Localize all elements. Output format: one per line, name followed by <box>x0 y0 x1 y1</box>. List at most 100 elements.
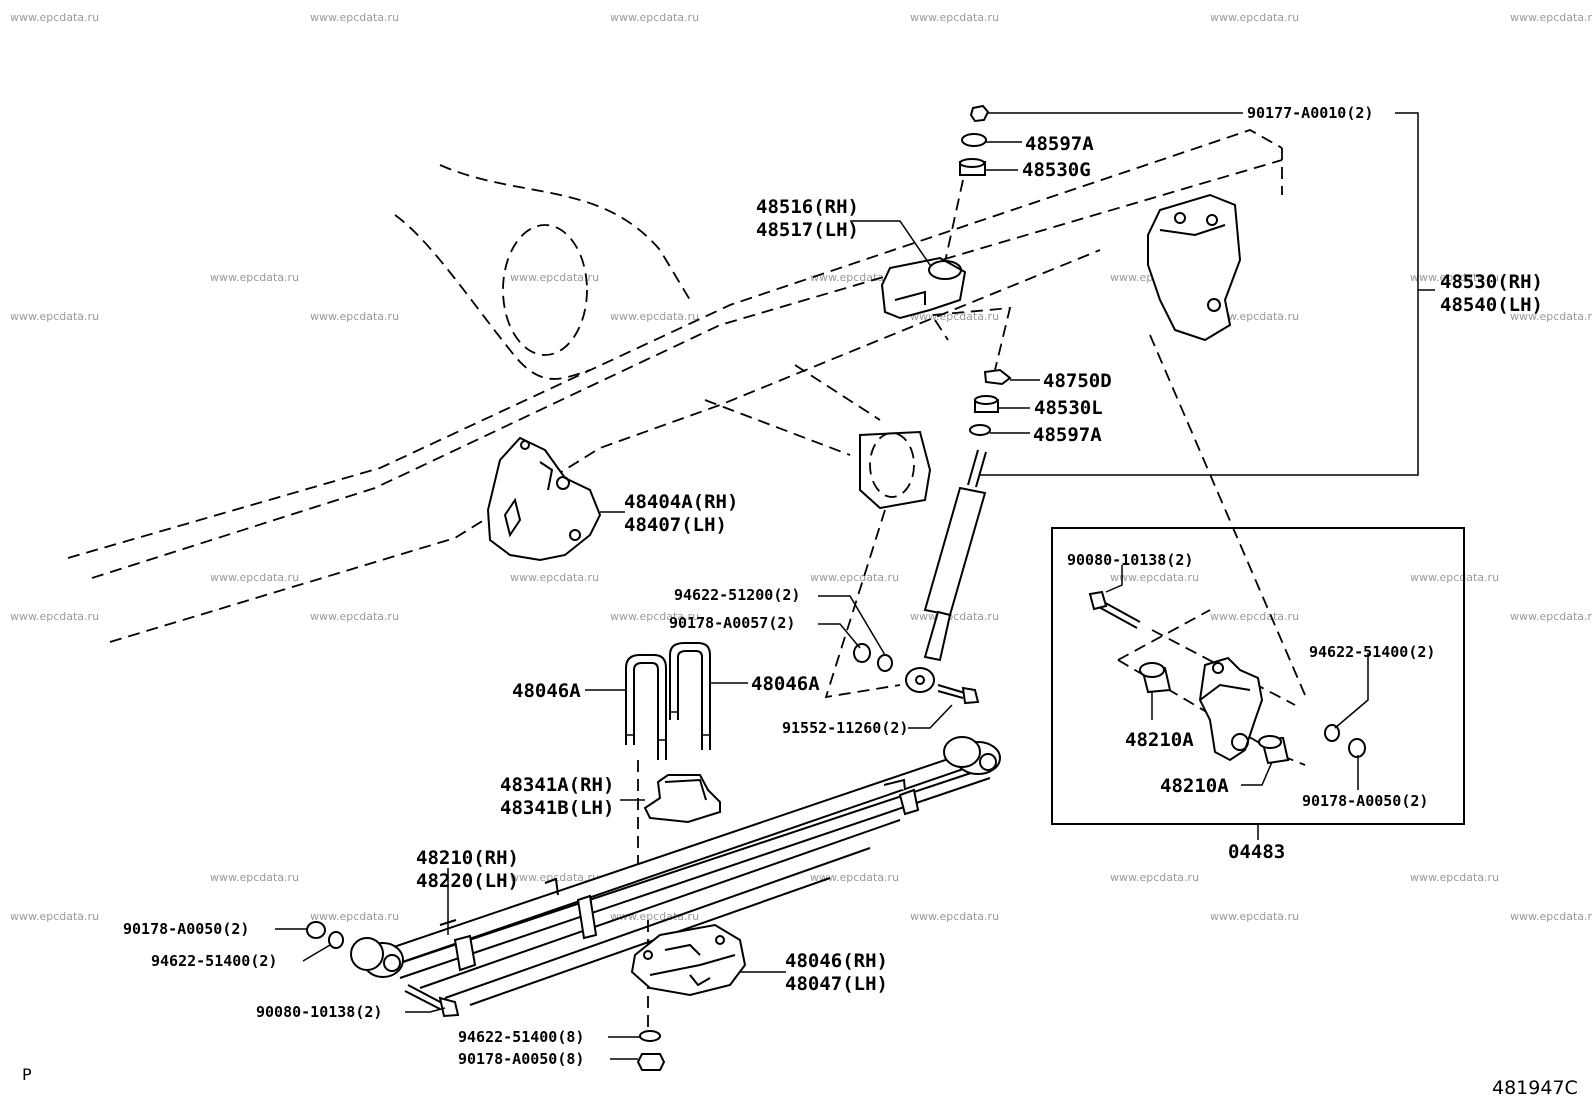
watermark: www.epcdata.ru <box>1410 871 1499 884</box>
watermark: www.epcdata.ru <box>510 871 599 884</box>
watermark: www.epcdata.ru <box>10 910 99 923</box>
part-label[interactable]: 90178-A0050(8) <box>458 1050 584 1068</box>
part-label[interactable]: 90177-A0010(2) <box>1247 104 1373 122</box>
part-label[interactable]: 48047(LH) <box>785 973 888 995</box>
watermark: www.epcdata.ru <box>1510 11 1592 24</box>
part-label[interactable]: 48210(RH) <box>416 847 519 869</box>
nut-icon[interactable] <box>969 104 990 123</box>
part-label[interactable]: 91552-11260(2) <box>782 719 908 737</box>
watermark: www.epcdata.ru <box>910 11 999 24</box>
u-bolt-left[interactable] <box>625 654 667 760</box>
part-label[interactable]: 48210A <box>1160 775 1229 797</box>
watermark: www.epcdata.ru <box>910 310 999 323</box>
part-label[interactable]: 48530(RH) <box>1440 271 1543 293</box>
part-label[interactable]: 48341A(RH) <box>500 774 614 796</box>
spring-seat-plate[interactable] <box>630 923 747 997</box>
watermark: www.epcdata.ru <box>1110 871 1199 884</box>
washer-icon[interactable] <box>328 931 344 949</box>
watermark: www.epcdata.ru <box>610 310 699 323</box>
part-label[interactable]: 48220(LH) <box>416 870 519 892</box>
part-label[interactable]: 94622-51400(8) <box>458 1028 584 1046</box>
watermark: www.epcdata.ru <box>1510 910 1592 923</box>
part-label[interactable]: 48597A <box>1025 133 1094 155</box>
part-label[interactable]: 48530G <box>1022 159 1091 181</box>
shock-mount-parts[interactable] <box>959 104 1012 436</box>
spring-bumper[interactable] <box>643 774 721 824</box>
part-label[interactable]: 90178-A0057(2) <box>669 614 795 632</box>
watermark: www.epcdata.ru <box>1410 571 1499 584</box>
part-label[interactable]: 48540(LH) <box>1440 294 1543 316</box>
washer-icon[interactable] <box>877 654 893 672</box>
part-label[interactable]: 48046A <box>512 680 581 702</box>
part-label[interactable]: 48046(RH) <box>785 950 888 972</box>
watermark: www.epcdata.ru <box>210 271 299 284</box>
leader-lines <box>275 112 1435 1060</box>
watermark: www.epcdata.ru <box>910 910 999 923</box>
part-label[interactable]: 48597A <box>1033 424 1102 446</box>
watermark: www.epcdata.ru <box>1210 610 1299 623</box>
watermark: www.epcdata.ru <box>10 610 99 623</box>
watermark: www.epcdata.ru <box>910 610 999 623</box>
u-bolt-right[interactable] <box>669 642 711 750</box>
part-labels: 90177-A0010(2) 48597A 48530G 48516(RH) 4… <box>123 104 1543 1068</box>
watermark: www.epcdata.ru <box>1210 11 1299 24</box>
watermark: www.epcdata.ru <box>1510 310 1592 323</box>
watermark: www.epcdata.ru <box>1110 571 1199 584</box>
watermark: www.epcdata.ru <box>310 910 399 923</box>
watermark: www.epcdata.ru <box>310 11 399 24</box>
shackle-kit-parts[interactable] <box>1088 590 1366 766</box>
part-label[interactable]: 94622-51200(2) <box>674 586 800 604</box>
part-label[interactable]: 48516(RH) <box>756 196 859 218</box>
watermark: www.epcdata.ru <box>610 610 699 623</box>
rear-spring-hanger[interactable] <box>1147 193 1242 342</box>
part-label[interactable]: 04483 <box>1228 841 1285 863</box>
retainer-icon[interactable] <box>983 368 1012 386</box>
watermark: www.epcdata.ru <box>10 310 99 323</box>
watermark: www.epcdata.ru <box>510 271 599 284</box>
part-label[interactable]: 48517(LH) <box>756 219 859 241</box>
watermark: www.epcdata.ru <box>10 11 99 24</box>
washer-icon[interactable] <box>961 133 987 147</box>
corner-code-left: P <box>22 1065 32 1084</box>
part-label[interactable]: 48404A(RH) <box>624 491 738 513</box>
part-label[interactable]: 48046A <box>751 673 820 695</box>
frame-rail-outline <box>67 129 1283 643</box>
front-spring-hanger[interactable] <box>486 436 602 562</box>
shock-absorber[interactable] <box>905 449 987 693</box>
part-label[interactable]: 90080-10138(2) <box>256 1003 382 1021</box>
watermark: www.epcdata.ru <box>210 571 299 584</box>
watermark: www.epcdata.ru <box>810 271 899 284</box>
watermark: www.epcdata.ru <box>1410 271 1499 284</box>
nut-icon[interactable] <box>636 1053 666 1071</box>
part-label[interactable]: 48530L <box>1034 397 1103 419</box>
part-label[interactable]: 94622-51400(2) <box>151 952 277 970</box>
watermark: www.epcdata.ru <box>210 871 299 884</box>
part-label[interactable]: 48750D <box>1043 370 1112 392</box>
watermark: www.epcdata.ru <box>310 610 399 623</box>
watermark: www.epcdata.ru <box>610 11 699 24</box>
watermark: www.epcdata.ru <box>1210 310 1299 323</box>
washer-lower-icon[interactable] <box>969 424 991 436</box>
shock-absorber-bracket[interactable] <box>880 256 967 320</box>
shock-bolt[interactable] <box>937 684 980 705</box>
part-label[interactable]: 48341B(LH) <box>500 797 614 819</box>
part-label[interactable]: 90178-A0050(2) <box>123 920 249 938</box>
part-label[interactable]: 90080-10138(2) <box>1067 551 1193 569</box>
part-label[interactable]: 48407(LH) <box>624 514 727 536</box>
illustration-number: 481947C <box>1492 1077 1578 1099</box>
leaf-spring[interactable] <box>350 736 1001 1006</box>
watermark: www.epcdata.ru <box>810 871 899 884</box>
watermark: www.epcdata.ru <box>510 571 599 584</box>
watermark: www.epcdata.ru <box>810 571 899 584</box>
nut-icon[interactable] <box>853 643 871 663</box>
front-spring-bolt[interactable] <box>404 984 460 1018</box>
part-label[interactable]: 90178-A0050(2) <box>1302 792 1428 810</box>
washer-icon[interactable] <box>639 1030 661 1042</box>
watermark: www.epcdata.ru <box>1210 910 1299 923</box>
part-label[interactable]: 48210A <box>1125 729 1194 751</box>
watermark: www.epcdata.ru <box>1510 610 1592 623</box>
part-label[interactable]: 94622-51400(2) <box>1309 643 1435 661</box>
watermarks: www.epcdata.ru www.epcdata.ru www.epcdat… <box>10 11 1592 923</box>
nut-icon[interactable] <box>306 921 326 939</box>
